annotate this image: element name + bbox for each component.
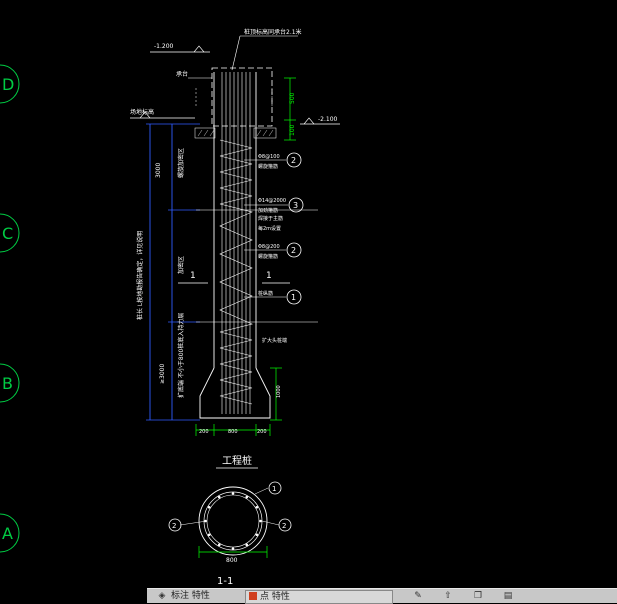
cap-dimensions: 500 100 — [284, 77, 296, 141]
grid-bubble-d: D — [0, 64, 20, 104]
taskbar: ◈ 标注 特性 点 特性 ✎ ⇧ ❐ ▤ — [147, 588, 617, 604]
plan-callout-1: 1 — [272, 485, 276, 493]
left-dimension-chain: 3000 螺旋加密区 桩长 L按地勘报告确定，详见说明 ≥3000 加密区 扩底… — [136, 123, 200, 421]
soil-hatch — [194, 127, 277, 139]
right-elevation: -2.100 — [300, 116, 340, 125]
taskbar-item-1[interactable]: 标注 特性 — [171, 591, 210, 601]
rebar-dot — [217, 543, 221, 547]
ground-level-text: 场地标高 — [130, 108, 154, 116]
dim-500: 500 — [289, 92, 296, 104]
plan-callout-2-right: 2 — [282, 522, 286, 530]
callout-3: 3 Φ14@2000 加劲箍筋 焊接于主筋 每2m设置 — [244, 197, 304, 232]
bottom-dim-800: 800 — [228, 429, 238, 435]
section-cut: 1 1 — [178, 271, 290, 284]
grid-bubble-c: C — [0, 213, 20, 253]
plan-callout-2-left: 2 — [172, 522, 176, 530]
point-icon — [249, 592, 257, 600]
rebar-dot — [245, 495, 249, 499]
plan-dimension: 800 — [198, 546, 268, 564]
callout-1: 1 桩纵筋 — [244, 289, 302, 305]
grid-bubble-a-label: A — [2, 524, 13, 543]
copy-icon[interactable]: ❐ — [473, 591, 483, 601]
note-left1: 螺旋加密区 — [177, 148, 185, 178]
bar1-text: 桩纵筋 — [258, 290, 273, 297]
cap-label: 承台 — [176, 70, 188, 78]
plan-title: 工程桩 — [222, 454, 252, 467]
callout-3-num: 3 — [293, 201, 298, 210]
rebar-dot — [245, 543, 249, 547]
dim-3000: 3000 — [155, 163, 162, 178]
pile-cap-outline: 承台 — [176, 67, 273, 127]
rebar-dot — [207, 533, 211, 537]
bar2-b: 螺旋箍筋 — [258, 163, 278, 170]
grid-bubble-d-label: D — [2, 75, 14, 94]
properties-icon[interactable]: ◈ — [158, 591, 166, 601]
top-elevation-text: -1.200 — [154, 43, 174, 50]
bar3-d: 每2m设置 — [258, 225, 281, 232]
grid-bubble-b: B — [0, 363, 20, 403]
ground-level: 场地标高 — [130, 108, 195, 119]
bottom-dim-200-left: 200 — [199, 429, 209, 435]
bar3-a: Φ14@2000 — [258, 198, 286, 204]
bar2-a: Φ8@100 — [258, 154, 280, 160]
note-left4: 加密区 — [177, 256, 185, 274]
upload-icon[interactable]: ⇧ — [444, 591, 452, 601]
bar2b-b: 螺旋箍筋 — [258, 253, 278, 260]
dim-100: 100 — [289, 124, 296, 136]
edit-icon[interactable]: ✎ — [414, 591, 422, 601]
rebar-dot — [255, 505, 259, 509]
bell-dimension: 1000 — [270, 367, 282, 421]
top-elevation: -1.200 — [150, 43, 210, 53]
note-left3: ≥3000 — [159, 364, 166, 384]
section-mark-right: 1 — [266, 271, 272, 281]
bottom-dimensions: 200 800 200 — [195, 424, 271, 436]
section-mark-left: 1 — [190, 271, 196, 281]
rebar-dot — [231, 547, 235, 550]
callout-2-upper: 2 Φ8@100 螺旋箍筋 — [244, 152, 302, 170]
bottom-note: 扩大头桩端 — [262, 337, 287, 344]
guide-lines — [196, 209, 318, 323]
plan-dim-800: 800 — [226, 557, 238, 564]
bar3-b: 加劲箍筋 — [258, 207, 278, 214]
rebar-dot — [231, 492, 235, 495]
clipboard-icon[interactable]: ▤ — [503, 591, 513, 601]
rebar-dot — [207, 505, 211, 509]
bar3-c: 焊接于主筋 — [258, 215, 283, 222]
grid-bubble-a: A — [0, 513, 20, 553]
rebar-dot — [255, 533, 259, 537]
bottom-dim-200-right: 200 — [257, 429, 267, 435]
top-note: 桩顶标高同承台2.1米 — [231, 28, 302, 71]
grid-bubble-c-label: C — [2, 224, 13, 243]
note-left2: 桩长 L按地勘报告确定，详见说明 — [136, 231, 144, 320]
rebar-dot — [259, 519, 262, 523]
dim-1000: 1000 — [276, 385, 282, 398]
top-note-text: 桩顶标高同承台2.1米 — [244, 28, 302, 36]
taskbar-item-2-label: 点 特性 — [260, 592, 290, 602]
section-title: 1-1 — [217, 576, 233, 587]
callout-1-num: 1 — [291, 293, 296, 302]
callout-2-upper-num: 2 — [291, 156, 296, 165]
callout-2-lower: 2 Φ8@200 螺旋箍筋 — [244, 242, 302, 260]
note-left5: 扩底端 不小于800桩底入持力层 — [177, 313, 185, 398]
rebar-dot — [217, 495, 221, 499]
callout-2-lower-num: 2 — [291, 246, 296, 255]
right-elevation-text: -2.100 — [318, 116, 338, 123]
plan-section: 1 2 2 — [168, 481, 292, 556]
grid-bubble-b-label: B — [2, 374, 13, 393]
bar2b-a: Φ8@200 — [258, 244, 280, 250]
pile-body — [199, 72, 271, 419]
